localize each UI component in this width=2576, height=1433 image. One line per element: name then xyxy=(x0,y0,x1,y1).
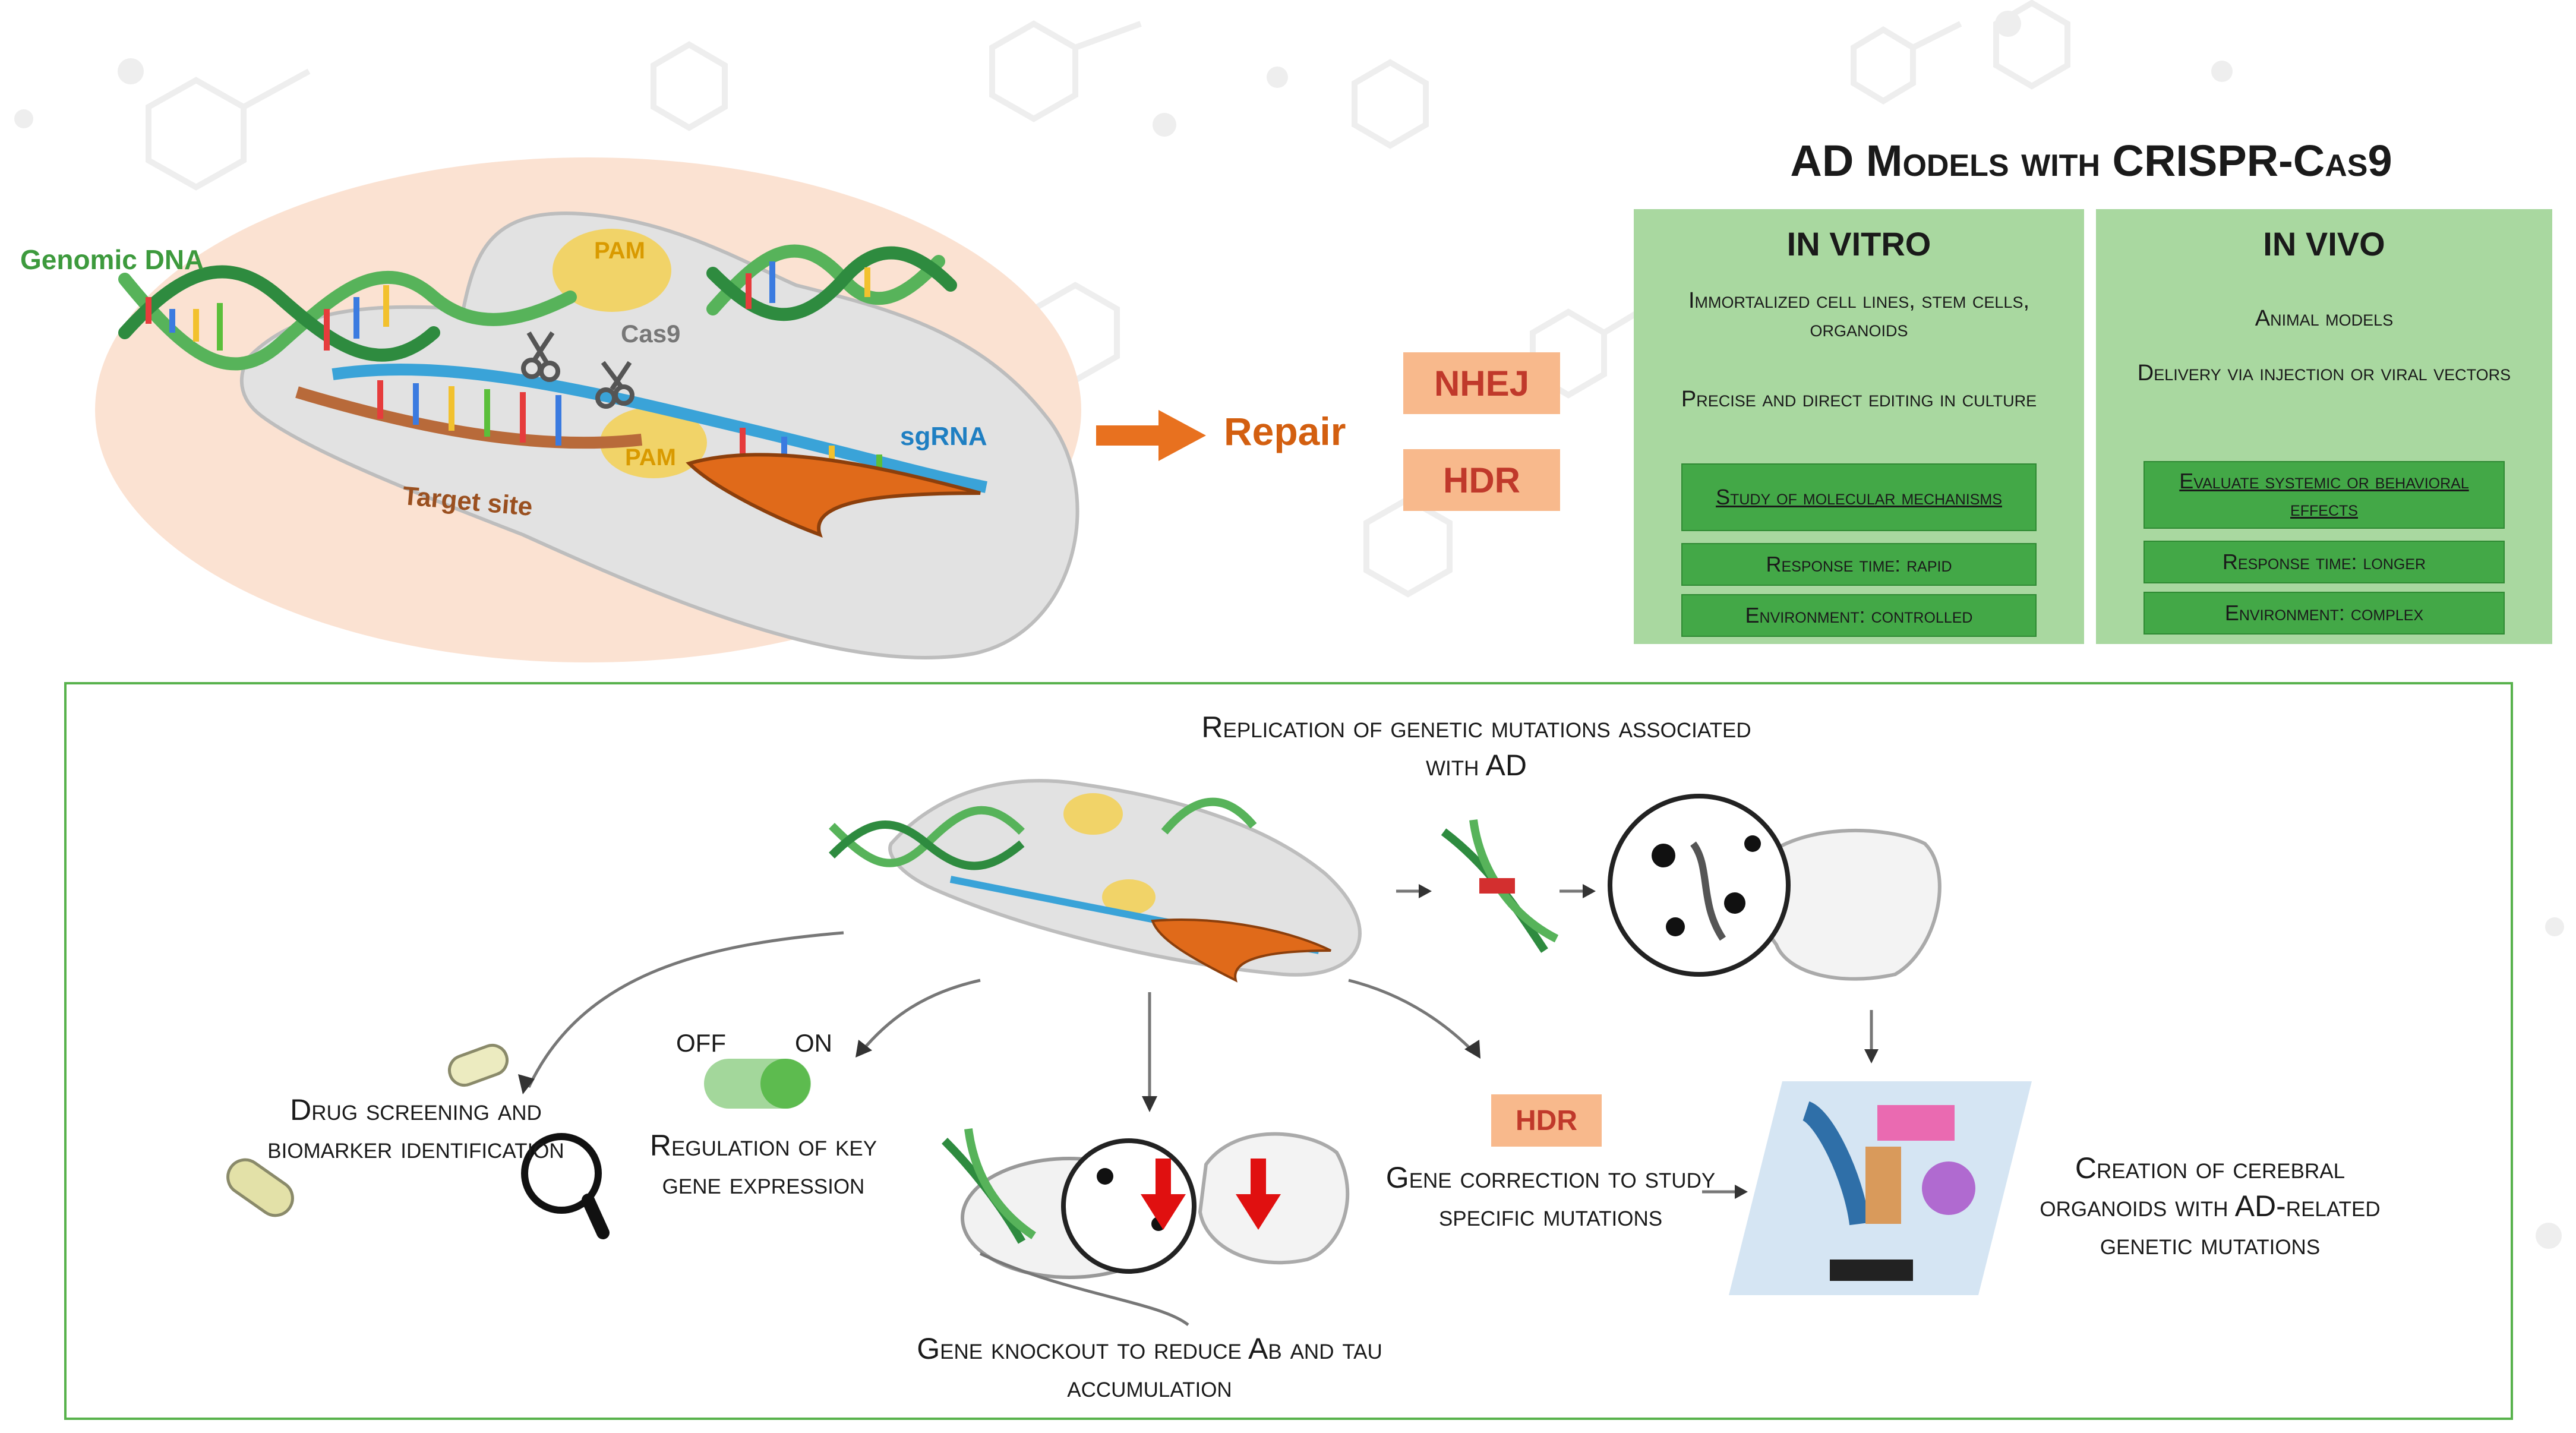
nhej-pathway-box: NHEJ xyxy=(1403,352,1560,414)
pam-label-bottom: PAM xyxy=(625,444,676,471)
pam-highlight-bottom xyxy=(600,407,707,478)
in-vivo-heading: IN VIVO xyxy=(2263,225,2385,263)
organoid-lab-illustration xyxy=(1729,1081,2032,1295)
repair-arrow xyxy=(1096,410,1206,461)
gene-regulation-caption: Regulation of key gene expression xyxy=(649,1129,877,1200)
switch-on-label: ON xyxy=(795,1029,832,1057)
in-vitro-bar-environment: Environment: controlled xyxy=(1681,594,2037,637)
drug-screening-caption: Drug screening and biomarker identificat… xyxy=(267,1093,564,1164)
sgrna-strand xyxy=(332,364,987,493)
scissors-icon xyxy=(521,331,560,382)
repair-label: Repair xyxy=(1224,409,1346,453)
pam-highlight-top xyxy=(553,229,671,312)
sgrna-label: sgRNA xyxy=(900,422,987,451)
arrowheads xyxy=(518,884,1879,1199)
in-vitro-bar-mechanisms: Study of molecular mechanisms xyxy=(1681,463,2037,531)
reduce-arrow-icon xyxy=(1236,1159,1281,1230)
scissors-icon xyxy=(595,361,634,409)
process-arrows xyxy=(527,889,1873,1194)
plaque-magnifier xyxy=(1608,794,1942,981)
gene-knockout-caption: Gene knockout to reduce Aβ and tau accum… xyxy=(917,1332,1382,1403)
applications-frame xyxy=(64,682,2513,1420)
crispr-complex-small xyxy=(829,779,1362,983)
in-vivo-description-1: Animal models xyxy=(2255,306,2394,331)
in-vitro-description-2: Precise and direct editing in culture xyxy=(1681,387,2037,412)
organoids-caption: Creation of cerebral organoids with AD-r… xyxy=(2040,1151,2381,1261)
target-strand xyxy=(295,386,643,449)
reduce-arrow-icon xyxy=(1141,1159,1186,1230)
in-vivo-panel: IN VIVO Animal models Delivery via injec… xyxy=(2096,209,2552,644)
sgrna-scaffold-tail xyxy=(686,453,981,538)
in-vivo-bar-environment: Environment: complex xyxy=(2143,592,2505,635)
in-vitro-description-1: Immortalized cell lines, stem cells, org… xyxy=(1688,288,2030,342)
in-vitro-panel: IN VITRO Immortalized cell lines, stem c… xyxy=(1634,209,2084,644)
replication-caption: Replication of genetic mutations associa… xyxy=(1201,711,1751,782)
in-vitro-heading: IN VITRO xyxy=(1786,225,1931,263)
in-vitro-bar-response-time: Response time: rapid xyxy=(1681,543,2037,586)
pam-label-top: PAM xyxy=(594,238,645,264)
search-icon xyxy=(521,1133,610,1239)
in-vivo-bar-systemic-effects: Evaluate systemic or behavioral effects xyxy=(2143,461,2505,529)
drug-capsule-icons xyxy=(226,1043,509,1217)
genomic-dna-label: Genomic DNA xyxy=(20,244,204,275)
hdr-correction-box: HDR xyxy=(1491,1094,1602,1147)
hdr-pathway-box: HDR xyxy=(1403,449,1560,511)
gene-correction-caption: Gene correction to study specific mutati… xyxy=(1385,1161,1716,1232)
models-title: AD Models with CRISPR-Cas9 xyxy=(1790,136,2392,185)
cas9-label: Cas9 xyxy=(621,320,681,348)
genomic-dna-helix xyxy=(118,244,957,371)
in-vivo-description-2: Delivery via injection or viral vectors xyxy=(2137,361,2511,386)
toggle-switch-icon xyxy=(704,1059,811,1109)
mutated-dna-icon xyxy=(1441,819,1559,953)
switch-off-label: OFF xyxy=(676,1029,726,1057)
in-vivo-bar-response-time: Response time: longer xyxy=(2143,541,2505,583)
dna-base-pairs xyxy=(146,261,870,351)
